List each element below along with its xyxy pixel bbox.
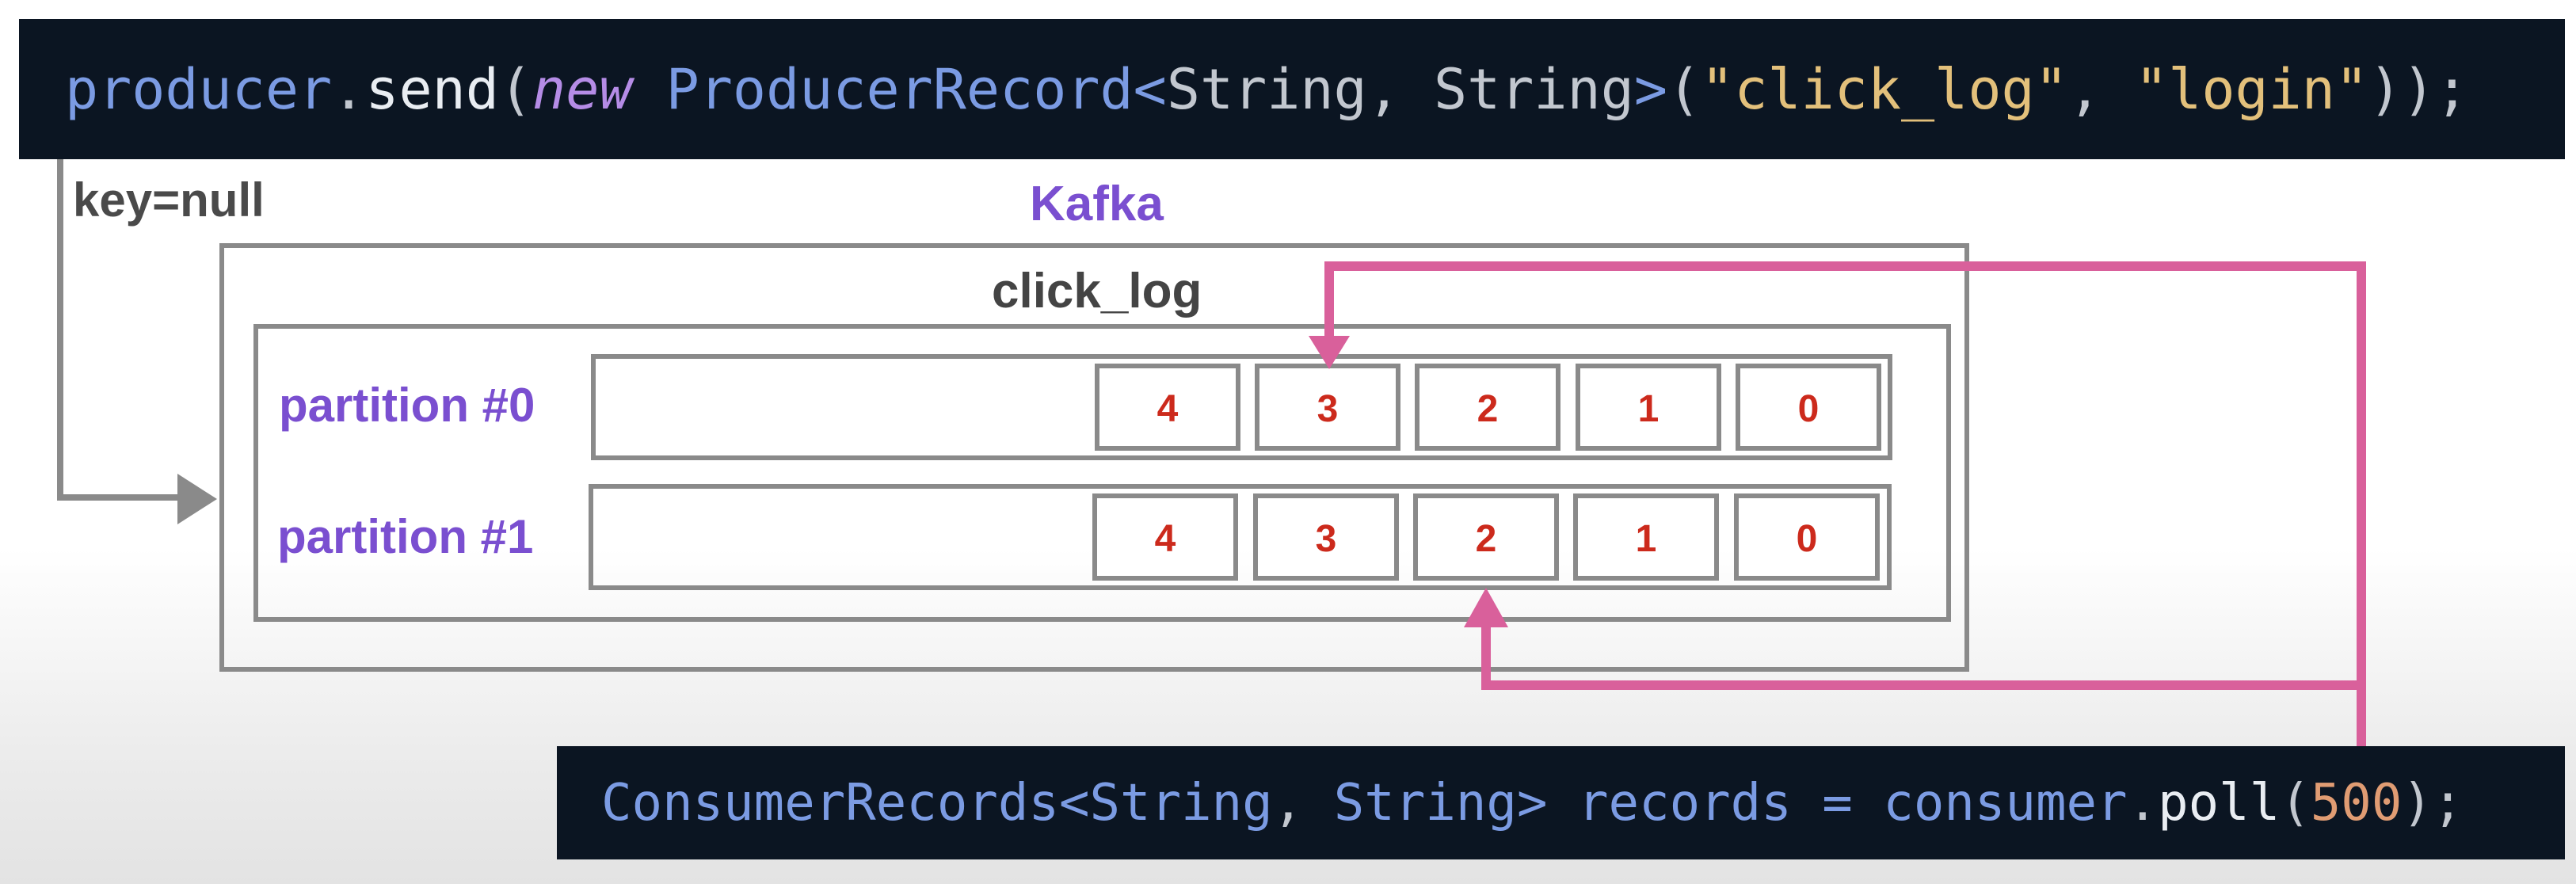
code-new-keyword: new bbox=[532, 56, 633, 122]
code-generic-open: < bbox=[1058, 773, 1090, 833]
code-producer-record-class: ProducerRecord bbox=[665, 56, 1134, 122]
offset-cell bbox=[1092, 493, 1238, 581]
key-null-label: key=null bbox=[73, 173, 265, 227]
consumer-code-line: ConsumerRecords<String, String> records … bbox=[557, 746, 2565, 859]
partition-0-lane bbox=[591, 354, 1892, 460]
offset-number: 1 bbox=[1636, 518, 1657, 560]
offset-cell bbox=[1576, 364, 1721, 451]
offset-number: 4 bbox=[1157, 388, 1179, 430]
topic-box bbox=[253, 324, 1951, 622]
code-consumer-object: consumer bbox=[1852, 773, 2128, 833]
offset-number: 2 bbox=[1476, 518, 1497, 560]
offset-cell bbox=[1415, 364, 1560, 451]
partition-1-label: partition #1 bbox=[277, 510, 534, 563]
kafka-cluster-box bbox=[219, 243, 1969, 672]
partition-0-label: partition #0 bbox=[279, 379, 535, 432]
code-comma: , bbox=[1366, 56, 1434, 122]
code-dot: . bbox=[332, 56, 366, 122]
poll-arrow-head-partition-0 bbox=[1309, 336, 1350, 369]
code-open-paren: ( bbox=[498, 56, 533, 122]
partition-0-offsets: 4 3 2 1 0 bbox=[1095, 364, 1881, 451]
code-open-paren: ( bbox=[2280, 773, 2311, 833]
poll-arrow-to-partition-0 bbox=[1324, 261, 2366, 746]
offset-cell bbox=[1736, 364, 1881, 451]
offset-number: 4 bbox=[1155, 518, 1176, 560]
offset-cell bbox=[1253, 493, 1399, 581]
code-records-variable: records bbox=[1547, 773, 1823, 833]
offset-number: 3 bbox=[1316, 518, 1337, 560]
code-type-string: String bbox=[1433, 56, 1634, 122]
poll-arrow-to-partition-1 bbox=[1481, 618, 2361, 690]
code-statement-end: ); bbox=[2402, 773, 2464, 833]
code-topic-argument: "click_log" bbox=[1701, 56, 2068, 122]
offset-number: 0 bbox=[1797, 518, 1818, 560]
code-args-open: ( bbox=[1667, 56, 1701, 122]
code-poll-method: poll bbox=[2158, 773, 2281, 833]
topic-name-label: click_log bbox=[992, 264, 1202, 318]
code-value-argument: "login" bbox=[2135, 56, 2369, 122]
code-producer-object: producer bbox=[65, 56, 333, 122]
code-dot: . bbox=[2127, 773, 2159, 833]
code-poll-timeout: 500 bbox=[2310, 773, 2403, 833]
offset-number: 1 bbox=[1638, 388, 1660, 430]
code-arg-separator: , bbox=[2067, 56, 2136, 122]
offset-number: 2 bbox=[1477, 388, 1499, 430]
offset-cell bbox=[1413, 493, 1559, 581]
kafka-cluster-label: Kafka bbox=[1030, 177, 1164, 231]
offset-cell bbox=[1734, 493, 1880, 581]
code-statement-end: )); bbox=[2368, 56, 2469, 122]
producer-code-line: producer.send(new ProducerRecord<String,… bbox=[19, 19, 2565, 159]
offset-cell bbox=[1573, 493, 1719, 581]
code-consumer-records-class: ConsumerRecords bbox=[601, 773, 1059, 833]
poll-arrow-head-partition-1 bbox=[1464, 588, 1508, 627]
code-type-string: String bbox=[1166, 56, 1367, 122]
offset-cell bbox=[1095, 364, 1240, 451]
code-generic-close: > bbox=[1633, 56, 1668, 122]
produce-arrow-head bbox=[177, 474, 217, 524]
produce-arrow-line bbox=[57, 159, 189, 501]
code-type-string: String bbox=[1333, 773, 1517, 833]
partition-1-offsets: 4 3 2 1 0 bbox=[1092, 493, 1880, 581]
code-type-string: String bbox=[1089, 773, 1273, 833]
code-generic-open: < bbox=[1133, 56, 1167, 122]
code-comma: , bbox=[1272, 773, 1334, 833]
code-generic-close: > bbox=[1516, 773, 1548, 833]
offset-number: 0 bbox=[1798, 388, 1820, 430]
partition-1-lane bbox=[589, 484, 1892, 590]
code-equals: = bbox=[1822, 773, 1853, 833]
code-send-method: send bbox=[365, 56, 499, 122]
offset-number: 3 bbox=[1317, 388, 1339, 430]
